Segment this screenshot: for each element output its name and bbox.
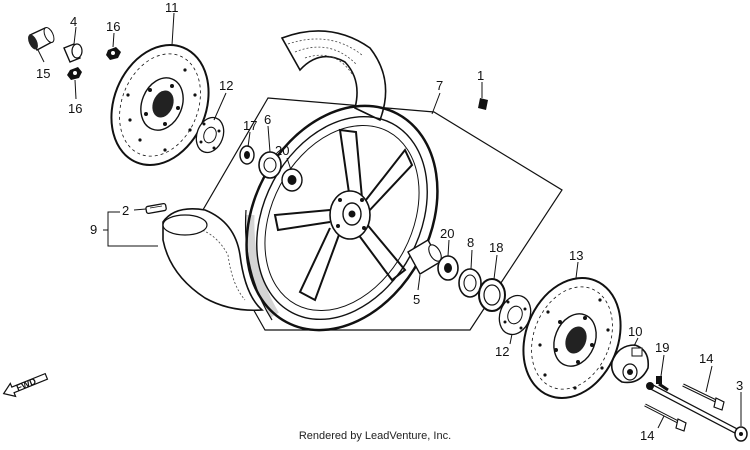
bolt-14-upper — [682, 383, 725, 411]
nut-lower — [67, 67, 82, 80]
forward-direction-indicator: FWD — [2, 372, 49, 398]
callout-14-lower: 14 — [640, 428, 654, 443]
leader-lines — [37, 12, 742, 429]
spacer-collar — [63, 43, 83, 63]
disc-gasket-left — [195, 116, 225, 154]
callout-11: 11 — [165, 0, 179, 15]
callout-20-left: 20 — [275, 143, 289, 158]
callout-12-left: 12 — [219, 78, 233, 93]
brake-disc-right — [522, 276, 622, 400]
callout-14-upper: 14 — [699, 351, 713, 366]
wheel-rim — [244, 104, 439, 332]
footer-credit: Rendered by LeadVenture, Inc. — [298, 430, 452, 442]
callout-9: 9 — [90, 222, 97, 237]
callout-16-bottom: 16 — [68, 101, 82, 116]
callout-7: 7 — [436, 78, 443, 93]
callout-3: 3 — [736, 378, 743, 393]
dust-seal-left — [239, 145, 255, 165]
callout-12-right: 12 — [495, 344, 509, 359]
callout-8: 8 — [467, 235, 474, 250]
callout-4: 4 — [70, 14, 77, 29]
oil-seal-right — [478, 278, 506, 312]
forward-label: FWD — [15, 376, 38, 393]
forward-arrow-icon — [2, 372, 49, 398]
callout-19: 19 — [655, 340, 669, 355]
bolt-19 — [656, 376, 669, 392]
callout-16-top: 16 — [106, 19, 120, 34]
callout-10: 10 — [628, 324, 642, 339]
callout-5: 5 — [413, 292, 420, 307]
disc-gasket-right — [498, 294, 532, 336]
callout-17: 17 — [243, 118, 257, 133]
bearing-right — [437, 255, 459, 281]
nut-upper — [106, 47, 121, 60]
bearing-inner-left — [281, 168, 303, 192]
callout-18: 18 — [489, 240, 503, 255]
bolt-14-lower — [644, 403, 687, 432]
callout-6: 6 — [264, 112, 271, 127]
hub-sleeve — [28, 27, 55, 51]
callout-labels: 4 16 11 15 16 12 17 6 20 7 1 2 9 20 8 18… — [36, 0, 743, 443]
callout-2: 2 — [122, 203, 129, 218]
callout-15: 15 — [36, 66, 50, 81]
callout-1: 1 — [477, 68, 484, 83]
callout-20-right: 20 — [440, 226, 454, 241]
gear-retainer — [458, 268, 482, 298]
callout-13: 13 — [569, 248, 583, 263]
balance-weight — [145, 202, 167, 215]
tire-upper-half — [280, 30, 387, 122]
front-axle — [646, 382, 748, 442]
bearing-left — [258, 151, 282, 179]
speedometer-gearbox — [610, 344, 650, 384]
tire-lower-half — [162, 208, 264, 312]
brake-disc-left — [110, 43, 210, 167]
valve-stem — [478, 90, 488, 110]
